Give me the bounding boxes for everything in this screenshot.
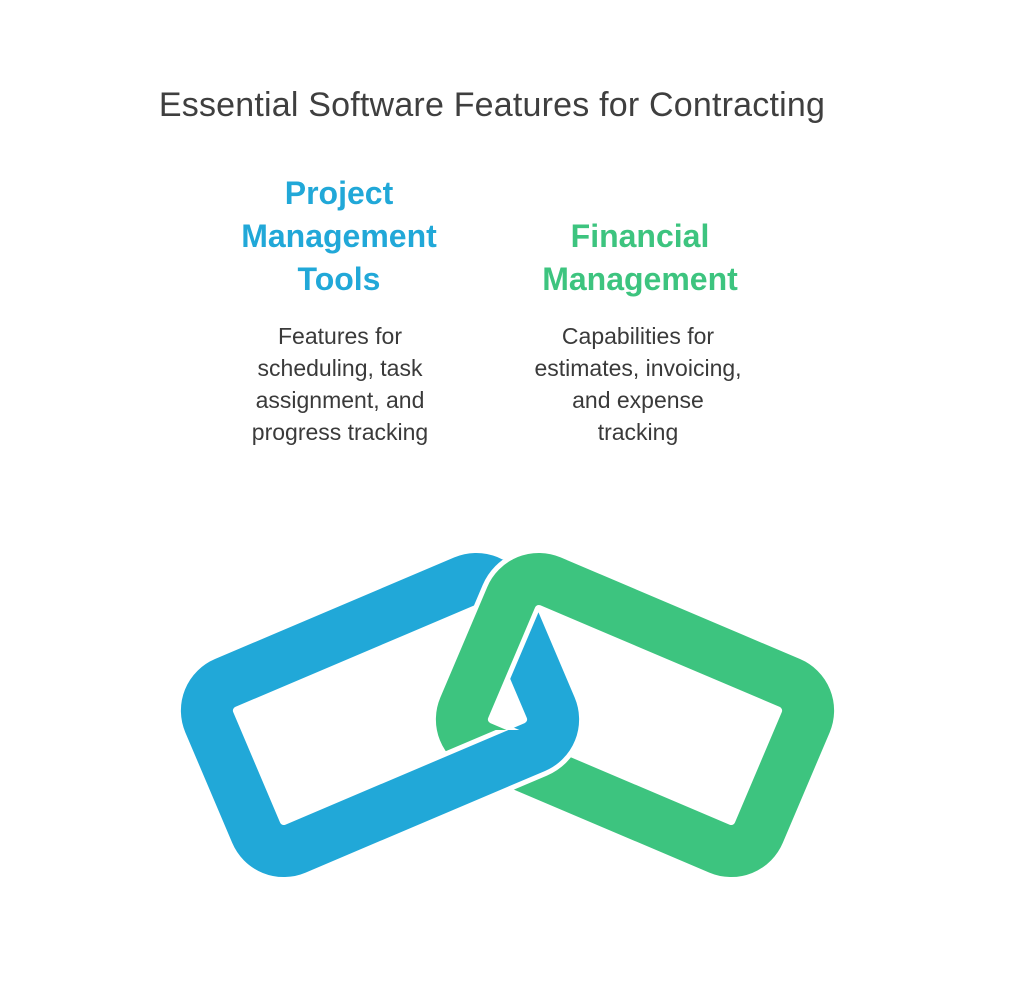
feature-description-line: and expense bbox=[572, 387, 704, 413]
feature-description-line: tracking bbox=[597, 419, 679, 445]
diagram-title: Essential Software Features for Contract… bbox=[158, 86, 826, 124]
green-chain-link-overlap bbox=[430, 560, 600, 730]
feature-description-line: Capabilities for bbox=[561, 323, 715, 349]
feature-description-financial-management: Capabilities for estimates, invoicing, a… bbox=[510, 320, 766, 448]
feature-description-project-management: Features for scheduling, task assignment… bbox=[224, 320, 456, 448]
blue-chain-link bbox=[175, 547, 585, 883]
feature-title-line: Tools bbox=[297, 261, 381, 297]
feature-description-line: Features for bbox=[278, 323, 402, 349]
feature-title-financial-management: Financial Management bbox=[512, 215, 768, 301]
feature-title-line: Project bbox=[284, 175, 394, 211]
feature-description-line: progress tracking bbox=[251, 419, 429, 445]
feature-title-line: Management bbox=[241, 218, 437, 254]
feature-description-line: assignment, and bbox=[255, 387, 425, 413]
feature-description-line: estimates, invoicing, bbox=[534, 355, 742, 381]
feature-title-line: Management bbox=[542, 261, 738, 297]
feature-description-line: scheduling, task bbox=[257, 355, 423, 381]
feature-title-line: Financial bbox=[570, 218, 710, 254]
feature-title-project-management: Project Management Tools bbox=[212, 172, 466, 301]
